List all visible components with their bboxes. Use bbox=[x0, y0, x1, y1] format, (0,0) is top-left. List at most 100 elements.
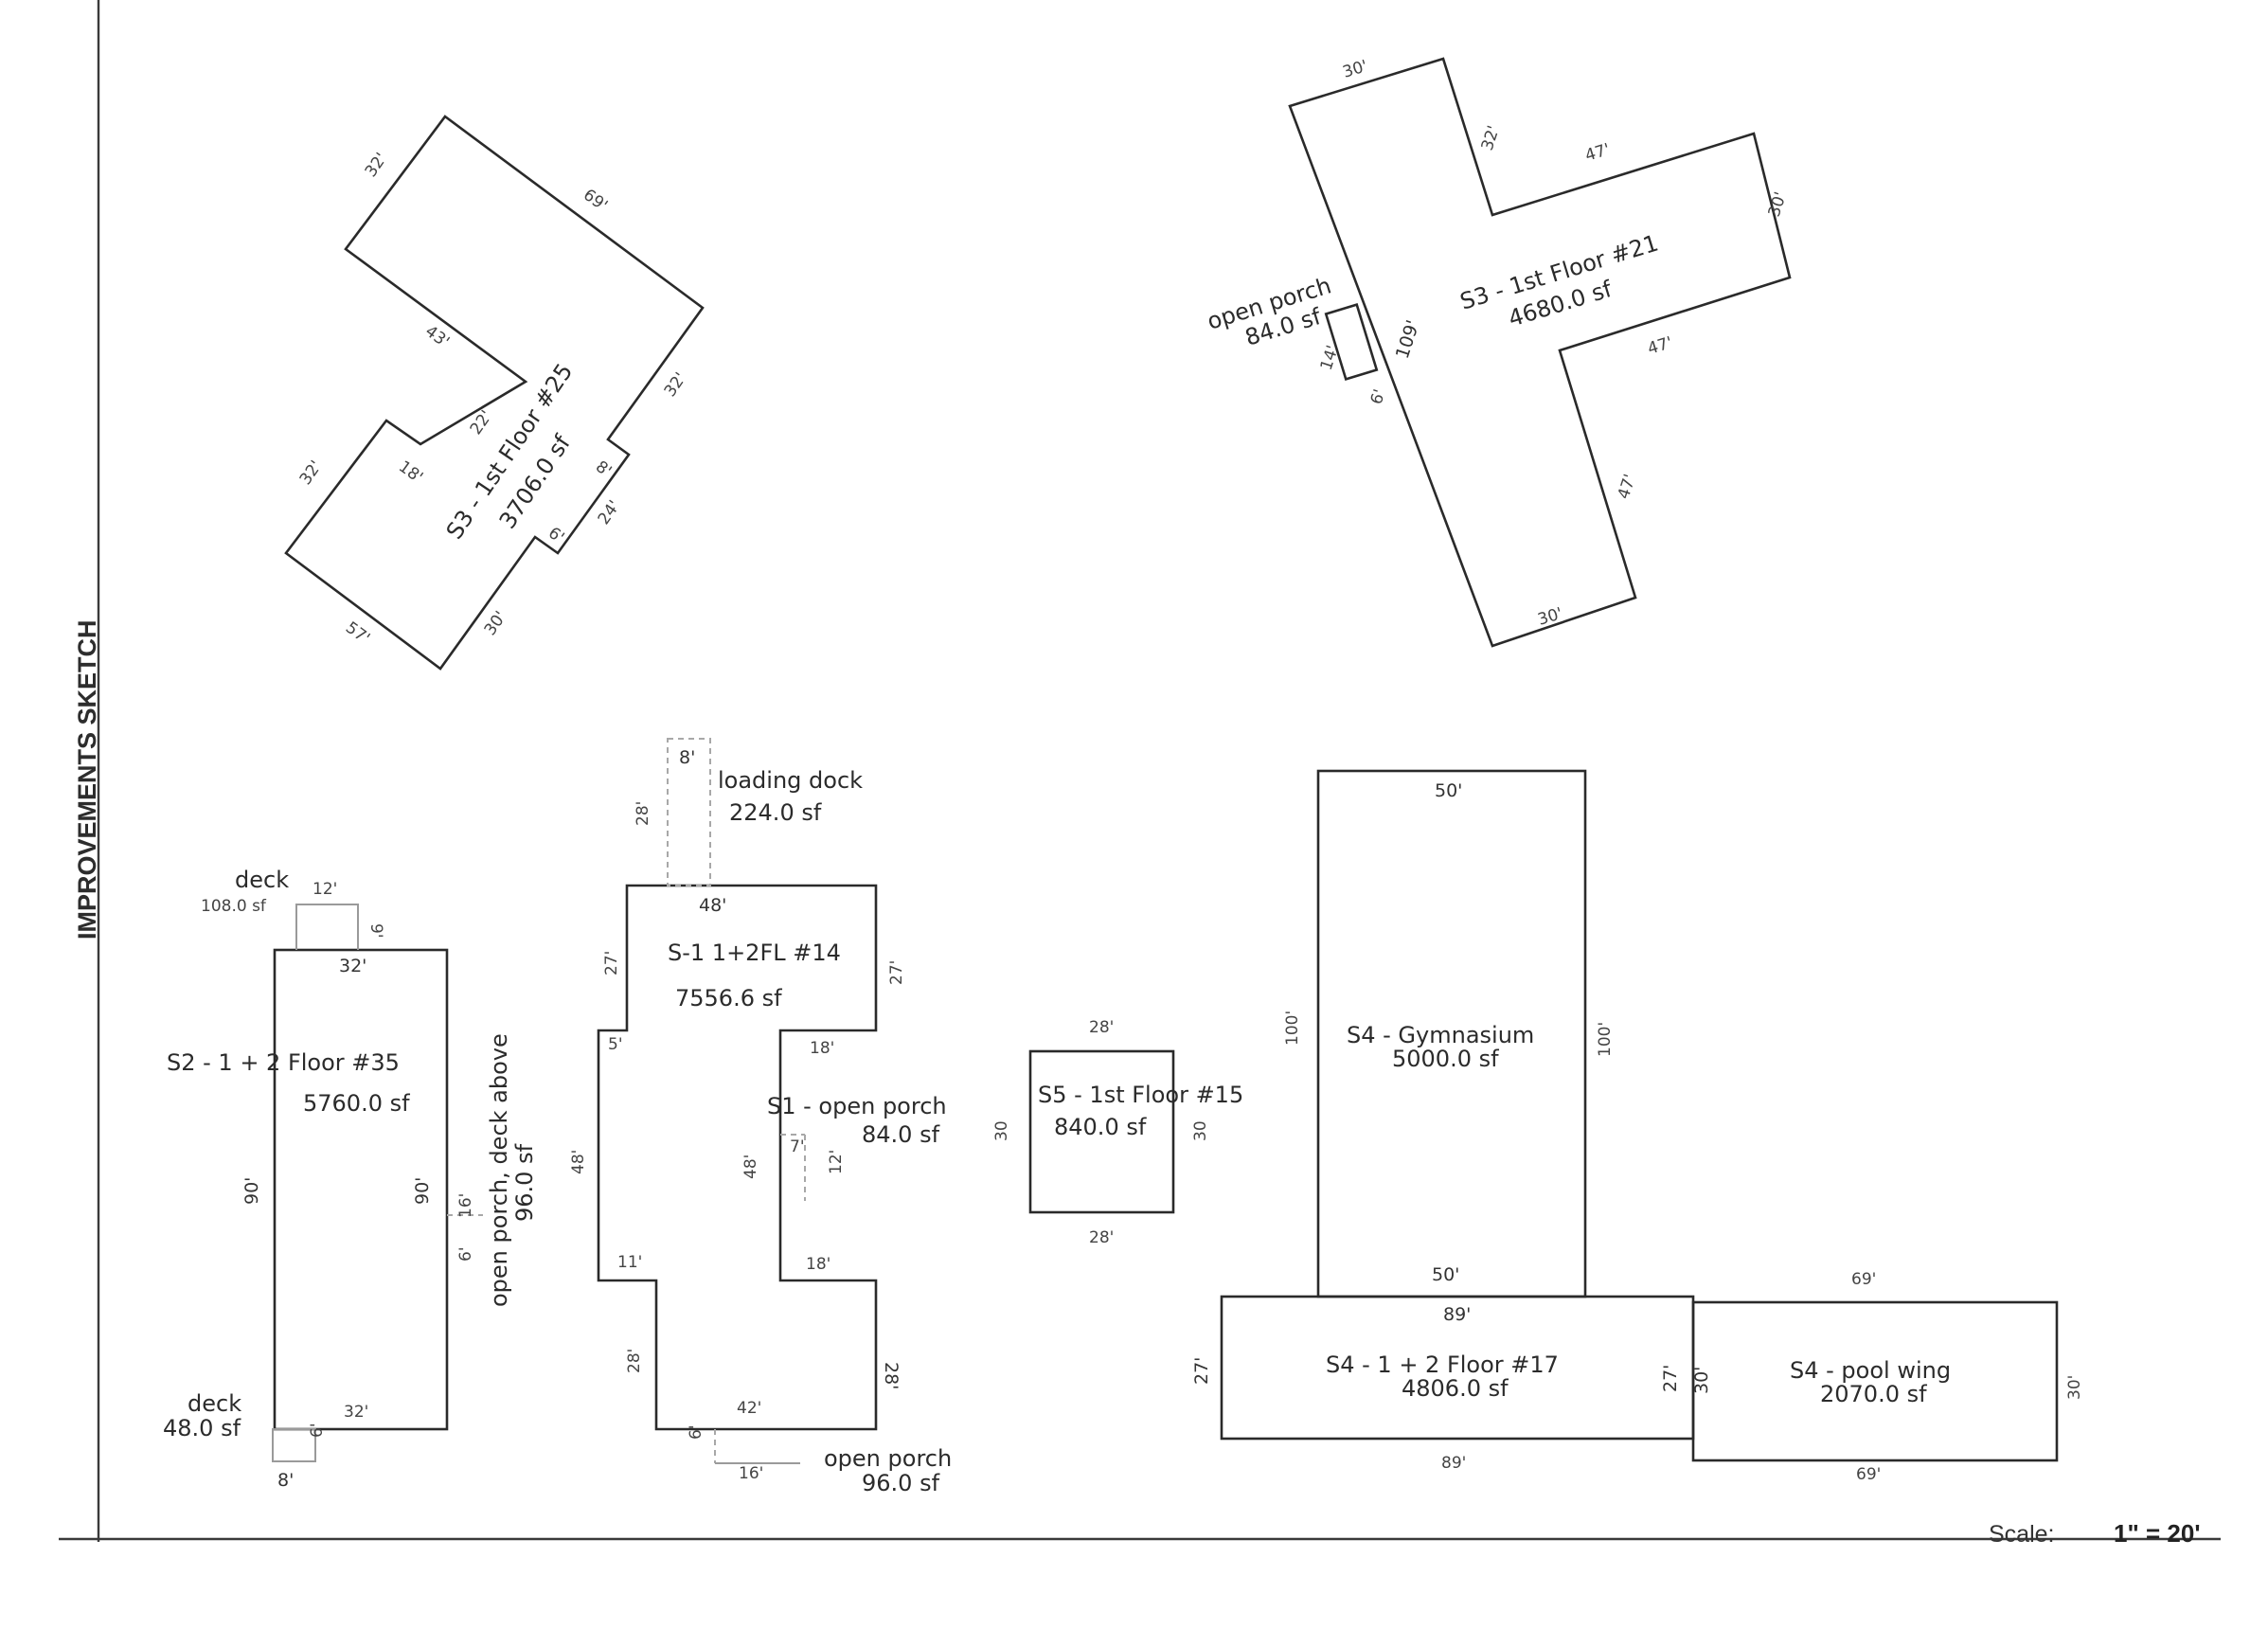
s1-14-outline bbox=[597, 884, 878, 1431]
s1-dock-outline bbox=[667, 738, 711, 886]
s4-pool-name: S4 - pool wing bbox=[1790, 1357, 1951, 1384]
s2-porch-dim-2: 6' bbox=[456, 1247, 475, 1262]
scale-label: Scale: bbox=[1989, 1521, 2054, 1548]
s3-25-dim-3: 43' bbox=[421, 322, 453, 352]
s4-gym-area: 5000.0 sf bbox=[1392, 1046, 1499, 1072]
s2-deck-top-dim-2: 9' bbox=[366, 923, 385, 939]
s3-25-dim-7: 32' bbox=[296, 457, 326, 489]
s1-bottom-porch-area: 96.0 sf bbox=[862, 1470, 940, 1496]
s1-porch-dim-2: 12' bbox=[827, 1150, 846, 1174]
s1-14-dim-2: 27' bbox=[602, 951, 621, 976]
s5-15-name: S5 - 1st Floor #15 bbox=[1038, 1082, 1243, 1108]
s3-25-dim-12: 57' bbox=[342, 618, 373, 649]
s1-bottom-porch-dim-2: 16' bbox=[739, 1464, 763, 1483]
building-s4-17: S4 - 1 + 2 Floor #17 4806.0 sf 89' 27' 2… bbox=[1191, 1295, 1695, 1473]
s3-25-dim-11: 30' bbox=[481, 608, 510, 639]
s2-deck-top: deck 108.0 sf 12' 9' bbox=[201, 867, 385, 939]
s5-15-dim-right: 30 bbox=[1191, 1120, 1210, 1141]
s1-14-dim-9: 18' bbox=[806, 1255, 830, 1274]
s3-21-dim-6: 47' bbox=[1615, 472, 1640, 501]
s1-open-porch: S1 - open porch 84.0 sf 7' 12' bbox=[767, 1093, 947, 1174]
s1-14-dim-1: 48' bbox=[699, 895, 726, 916]
s3-25-dim-6: 18' bbox=[395, 457, 426, 488]
s2-deck-top-name: deck bbox=[235, 867, 289, 893]
s5-15-dim-bottom: 28' bbox=[1089, 1228, 1114, 1247]
s1-bottom-porch-dim-1: 6' bbox=[687, 1425, 705, 1441]
s4-pool-dim-bottom: 69' bbox=[1856, 1465, 1881, 1484]
s2-deck-bottom-dim-2: 8' bbox=[277, 1470, 294, 1491]
s5-15-dim-left: 30 bbox=[992, 1120, 1011, 1141]
s2-deck-bottom-area: 48.0 sf bbox=[163, 1415, 241, 1441]
s1-dock-dim-2: 28' bbox=[634, 801, 652, 826]
s1-14-area: 7556.6 sf bbox=[675, 985, 782, 1011]
s3-25-dim-9: 24' bbox=[595, 497, 624, 528]
s1-bottom-porch: open porch 96.0 sf 6' 16' bbox=[687, 1425, 952, 1497]
sheet-title: IMPROVEMENTS SKETCH bbox=[73, 619, 101, 940]
s4-gym-dim-left: 100' bbox=[1283, 1011, 1302, 1046]
s4-17-dim-left: 27' bbox=[1191, 1357, 1212, 1385]
s4-gym-dim-right: 100' bbox=[1596, 1022, 1615, 1057]
s1-14-dim-10: 28' bbox=[625, 1349, 644, 1373]
s1-dock-area: 224.0 sf bbox=[729, 799, 822, 826]
s3-25-dim-2: 69' bbox=[580, 186, 611, 216]
building-s2-35: S2 - 1 + 2 Floor #35 5760.0 sf 32' 90' 9… bbox=[167, 904, 483, 1462]
s1-14-dim-4: 5' bbox=[608, 1035, 623, 1054]
s3-21-dim-5: 47' bbox=[1646, 333, 1675, 359]
building-s3-25: S3 - 1st Floor #25 3706.0 sf 32' 69' 43'… bbox=[284, 115, 705, 671]
s2-35-outline bbox=[273, 948, 449, 1431]
s2-35-name: S2 - 1 + 2 Floor #35 bbox=[167, 1049, 400, 1076]
s1-14-dim-6: 48' bbox=[569, 1150, 588, 1174]
s1-14-dim-11: 28' bbox=[881, 1362, 902, 1389]
s3-21-outline bbox=[1288, 57, 1792, 648]
s4-pool-dim-right: 30' bbox=[2065, 1375, 2084, 1400]
s5-15-area: 840.0 sf bbox=[1054, 1114, 1147, 1140]
s3-21-dim-2: 32' bbox=[1478, 123, 1504, 152]
building-s4-pool: S4 - pool wing 2070.0 sf 69' 30' 30' 69' bbox=[1691, 1270, 2084, 1484]
s3-21-dim-1: 30' bbox=[1341, 57, 1370, 82]
s4-17-dim-bottom: 89' bbox=[1441, 1454, 1466, 1473]
s4-17-dim-top: 89' bbox=[1443, 1304, 1471, 1325]
s1-dock-dim-1: 8' bbox=[679, 747, 695, 768]
scale-value: 1" = 20' bbox=[2114, 1519, 2201, 1548]
s4-pool-dim-top: 69' bbox=[1851, 1270, 1876, 1289]
s2-porch-name: open porch, deck above bbox=[486, 1033, 512, 1307]
s3-25-dim-5: 32' bbox=[661, 369, 690, 401]
s2-deck-top-area: 108.0 sf bbox=[201, 897, 267, 916]
s3-21-porch-box bbox=[1324, 302, 1379, 382]
s4-pool-area: 2070.0 sf bbox=[1820, 1381, 1927, 1407]
s3-21-dim-8: 109' bbox=[1392, 317, 1424, 361]
s4-pool-dim-left: 30' bbox=[1691, 1367, 1712, 1394]
s2-deck-bottom: deck 48.0 sf 6' 8' bbox=[163, 1390, 327, 1491]
s3-porch-dim-2: 6' bbox=[1367, 387, 1390, 407]
building-s3-21: S3 - 1st Floor #21 4680.0 sf 30' 32' 47'… bbox=[1288, 57, 1792, 648]
s3-25-dim-1: 32' bbox=[362, 150, 391, 181]
s5-15-outline bbox=[1028, 1049, 1175, 1214]
s4-17-name: S4 - 1 + 2 Floor #17 bbox=[1326, 1352, 1559, 1378]
s2-deck-bottom-outline bbox=[272, 1428, 316, 1462]
s1-14-dim-7: 48' bbox=[741, 1155, 760, 1179]
s4-pool-outline bbox=[1691, 1300, 2059, 1462]
sheet-frame: IMPROVEMENTS SKETCH Scale: 1" = 20' bbox=[59, 0, 2221, 1548]
s2-deck-top-outline bbox=[295, 904, 359, 950]
building-s4-gym: S4 - Gymnasium 5000.0 sf 50' 100' 100' 5… bbox=[1283, 769, 1615, 1298]
s4-17-area: 4806.0 sf bbox=[1402, 1375, 1509, 1402]
s2-open-porch: open porch, deck above 96.0 sf 16' 6' bbox=[456, 1033, 538, 1307]
s2-35-dim-top: 32' bbox=[339, 956, 366, 976]
s3-21-open-porch: open porch 84.0 sf 14' 6' bbox=[1205, 272, 1390, 406]
s1-loading-dock: loading dock 224.0 sf 8' 28' bbox=[634, 747, 863, 826]
s1-dock-name: loading dock bbox=[718, 767, 863, 794]
s1-porch-area: 84.0 sf bbox=[862, 1121, 940, 1148]
s2-deck-top-dim-1: 12' bbox=[313, 880, 337, 899]
s1-14-dim-3: 27' bbox=[887, 960, 906, 985]
s5-15-dim-top: 28' bbox=[1089, 1018, 1114, 1037]
s2-porch-dim-1: 16' bbox=[456, 1193, 475, 1218]
s2-porch-area: 96.0 sf bbox=[511, 1143, 538, 1222]
s4-gym-name: S4 - Gymnasium bbox=[1347, 1022, 1534, 1048]
s1-bottom-porch-name: open porch bbox=[824, 1445, 952, 1472]
s3-21-dim-7: 30' bbox=[1536, 604, 1565, 630]
s2-35-dim-bottom: 32' bbox=[344, 1403, 368, 1422]
s3-25-outline bbox=[284, 115, 705, 671]
s4-gym-dim-bottom: 50' bbox=[1432, 1264, 1459, 1285]
s3-porch-dim-1: 14' bbox=[1317, 343, 1343, 372]
